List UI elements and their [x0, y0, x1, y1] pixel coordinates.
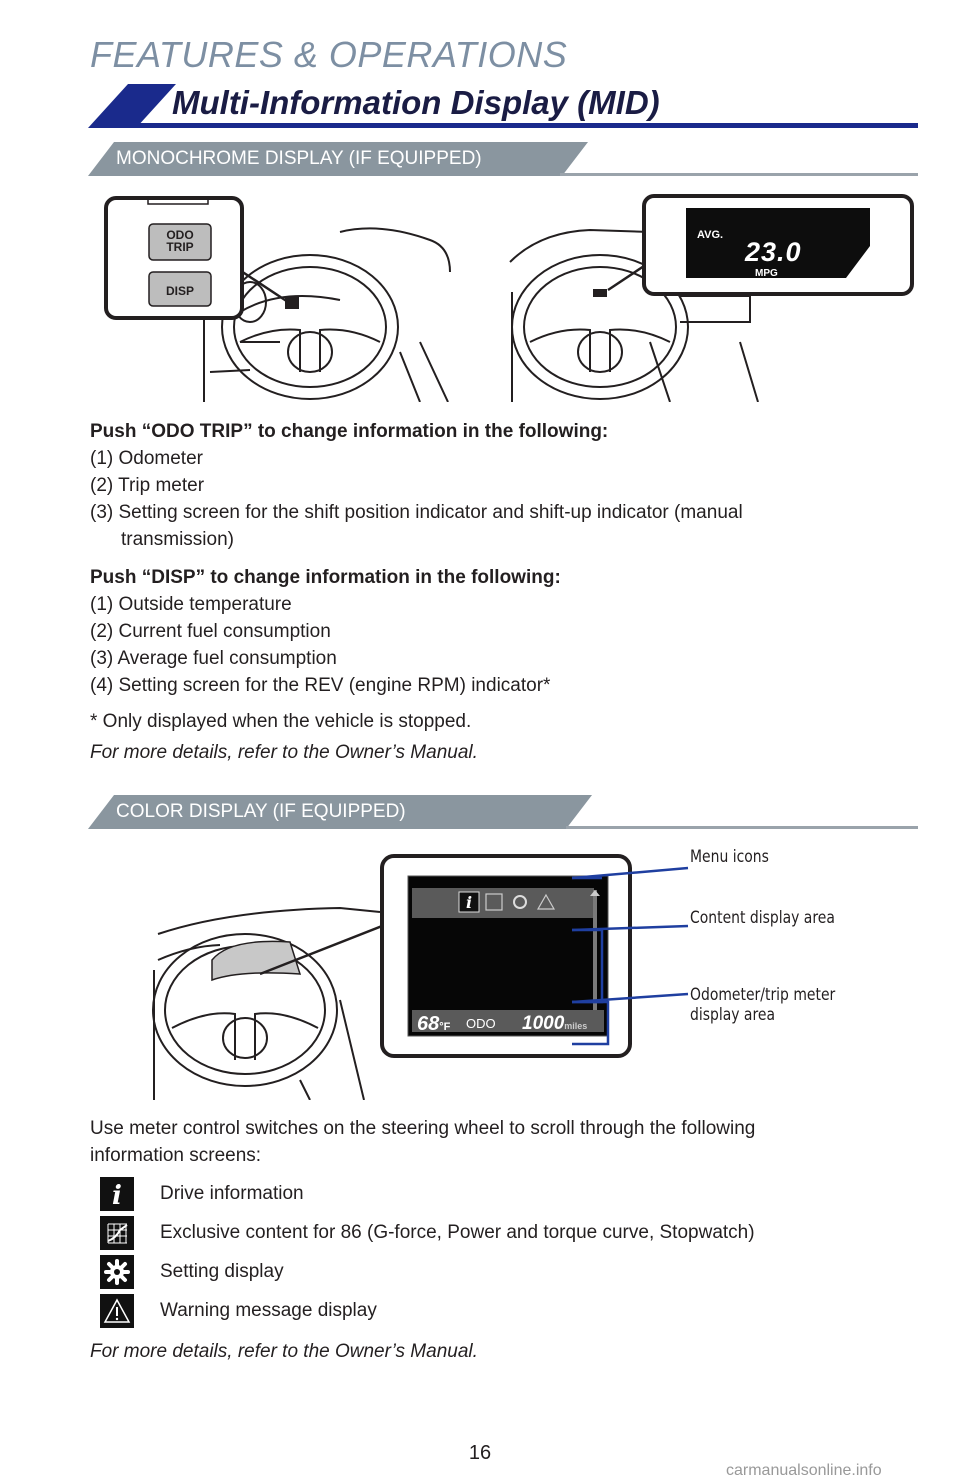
screen-item-warning-message: Warning message display: [160, 1300, 377, 1321]
color-display-illustration: i: [152, 854, 689, 1100]
grid-chart-icon: [100, 1216, 134, 1250]
color-section-tab: COLOR DISPLAY (IF EQUIPPED): [88, 795, 592, 829]
warning-icon: [100, 1294, 134, 1328]
dashboard-illustration-right: [509, 194, 914, 402]
callout-odometer-line2: display area: [690, 1005, 776, 1025]
color-lcd-temp-unit: °F: [439, 1021, 451, 1033]
callout-odometer-line1: Odometer/trip meter: [690, 985, 836, 1005]
odometer-bar: [412, 1010, 604, 1032]
lcd-unit-label: MPG: [755, 268, 778, 279]
page-title: Multi-Information Display (MID): [172, 84, 660, 121]
disp-button-label: DISP: [165, 284, 194, 298]
screen-item-exclusive-content: Exclusive content for 86 (G-force, Power…: [160, 1222, 755, 1243]
watermark: carmanualsonline.info: [726, 1462, 882, 1479]
mono-lcd-screen: [686, 208, 870, 278]
lcd-mpg-value: 23.0: [745, 237, 802, 267]
disp-heading: Push “DISP” to change information in the…: [90, 567, 561, 588]
odo-item-2: (2) Trip meter: [90, 475, 205, 496]
section-heading: FEATURES & OPERATIONS: [90, 34, 568, 75]
color-lcd-miles-unit: miles: [564, 1021, 588, 1031]
info-icon: i: [100, 1177, 134, 1211]
odo-button-label: ODO: [166, 228, 194, 242]
odo-item-3-continued: transmission): [121, 529, 234, 550]
screen-item-setting-display: Setting display: [160, 1261, 284, 1282]
color-lcd-miles: 1000: [522, 1013, 565, 1034]
disp-button: [148, 271, 212, 307]
disp-item-2: (2) Current fuel consumption: [90, 621, 331, 642]
more-details-note-2: For more details, refer to the Owner’s M…: [90, 1341, 478, 1362]
monochrome-section-tab: MONOCHROME DISPLAY (IF EQUIPPED): [88, 142, 588, 176]
odo-item-3: (3) Setting screen for the shift positio…: [90, 502, 743, 523]
title-banner-graphic: [88, 84, 918, 128]
lcd-avg-label: AVG.: [697, 229, 724, 241]
more-details-note-1: For more details, refer to the Owner’s M…: [90, 742, 478, 763]
color-lcd-temp: 68: [417, 1013, 440, 1035]
section-divider: [560, 173, 918, 176]
page-number: 16: [468, 1442, 492, 1464]
trip-button-label: TRIP: [166, 240, 194, 254]
color-intro-line2: information screens:: [90, 1145, 262, 1166]
svg-text:i: i: [466, 893, 472, 912]
dashboard-illustration-left: [104, 196, 451, 402]
disp-item-3: (3) Average fuel consumption: [90, 648, 337, 669]
disp-item-4: (4) Setting screen for the REV (engine R…: [90, 675, 551, 696]
odo-item-1: (1) Odometer: [90, 448, 203, 469]
gear-icon: [100, 1255, 134, 1289]
callout-content-area: Content display area: [690, 908, 835, 928]
color-lcd-odo: ODO: [466, 1016, 496, 1031]
screen-item-drive-information: Drive information: [160, 1183, 304, 1204]
color-intro-line1: Use meter control switches on the steeri…: [90, 1118, 756, 1139]
odo-trip-button: [148, 223, 212, 261]
svg-text:i: i: [112, 1181, 122, 1211]
section-divider-2: [566, 826, 918, 829]
menu-icon-bar: [412, 888, 594, 918]
odo-trip-heading: Push “ODO TRIP” to change information in…: [90, 421, 609, 442]
footnote: * Only displayed when the vehicle is sto…: [90, 711, 472, 732]
callout-menu-icons: Menu icons: [690, 847, 769, 867]
disp-item-1: (1) Outside temperature: [90, 594, 292, 615]
